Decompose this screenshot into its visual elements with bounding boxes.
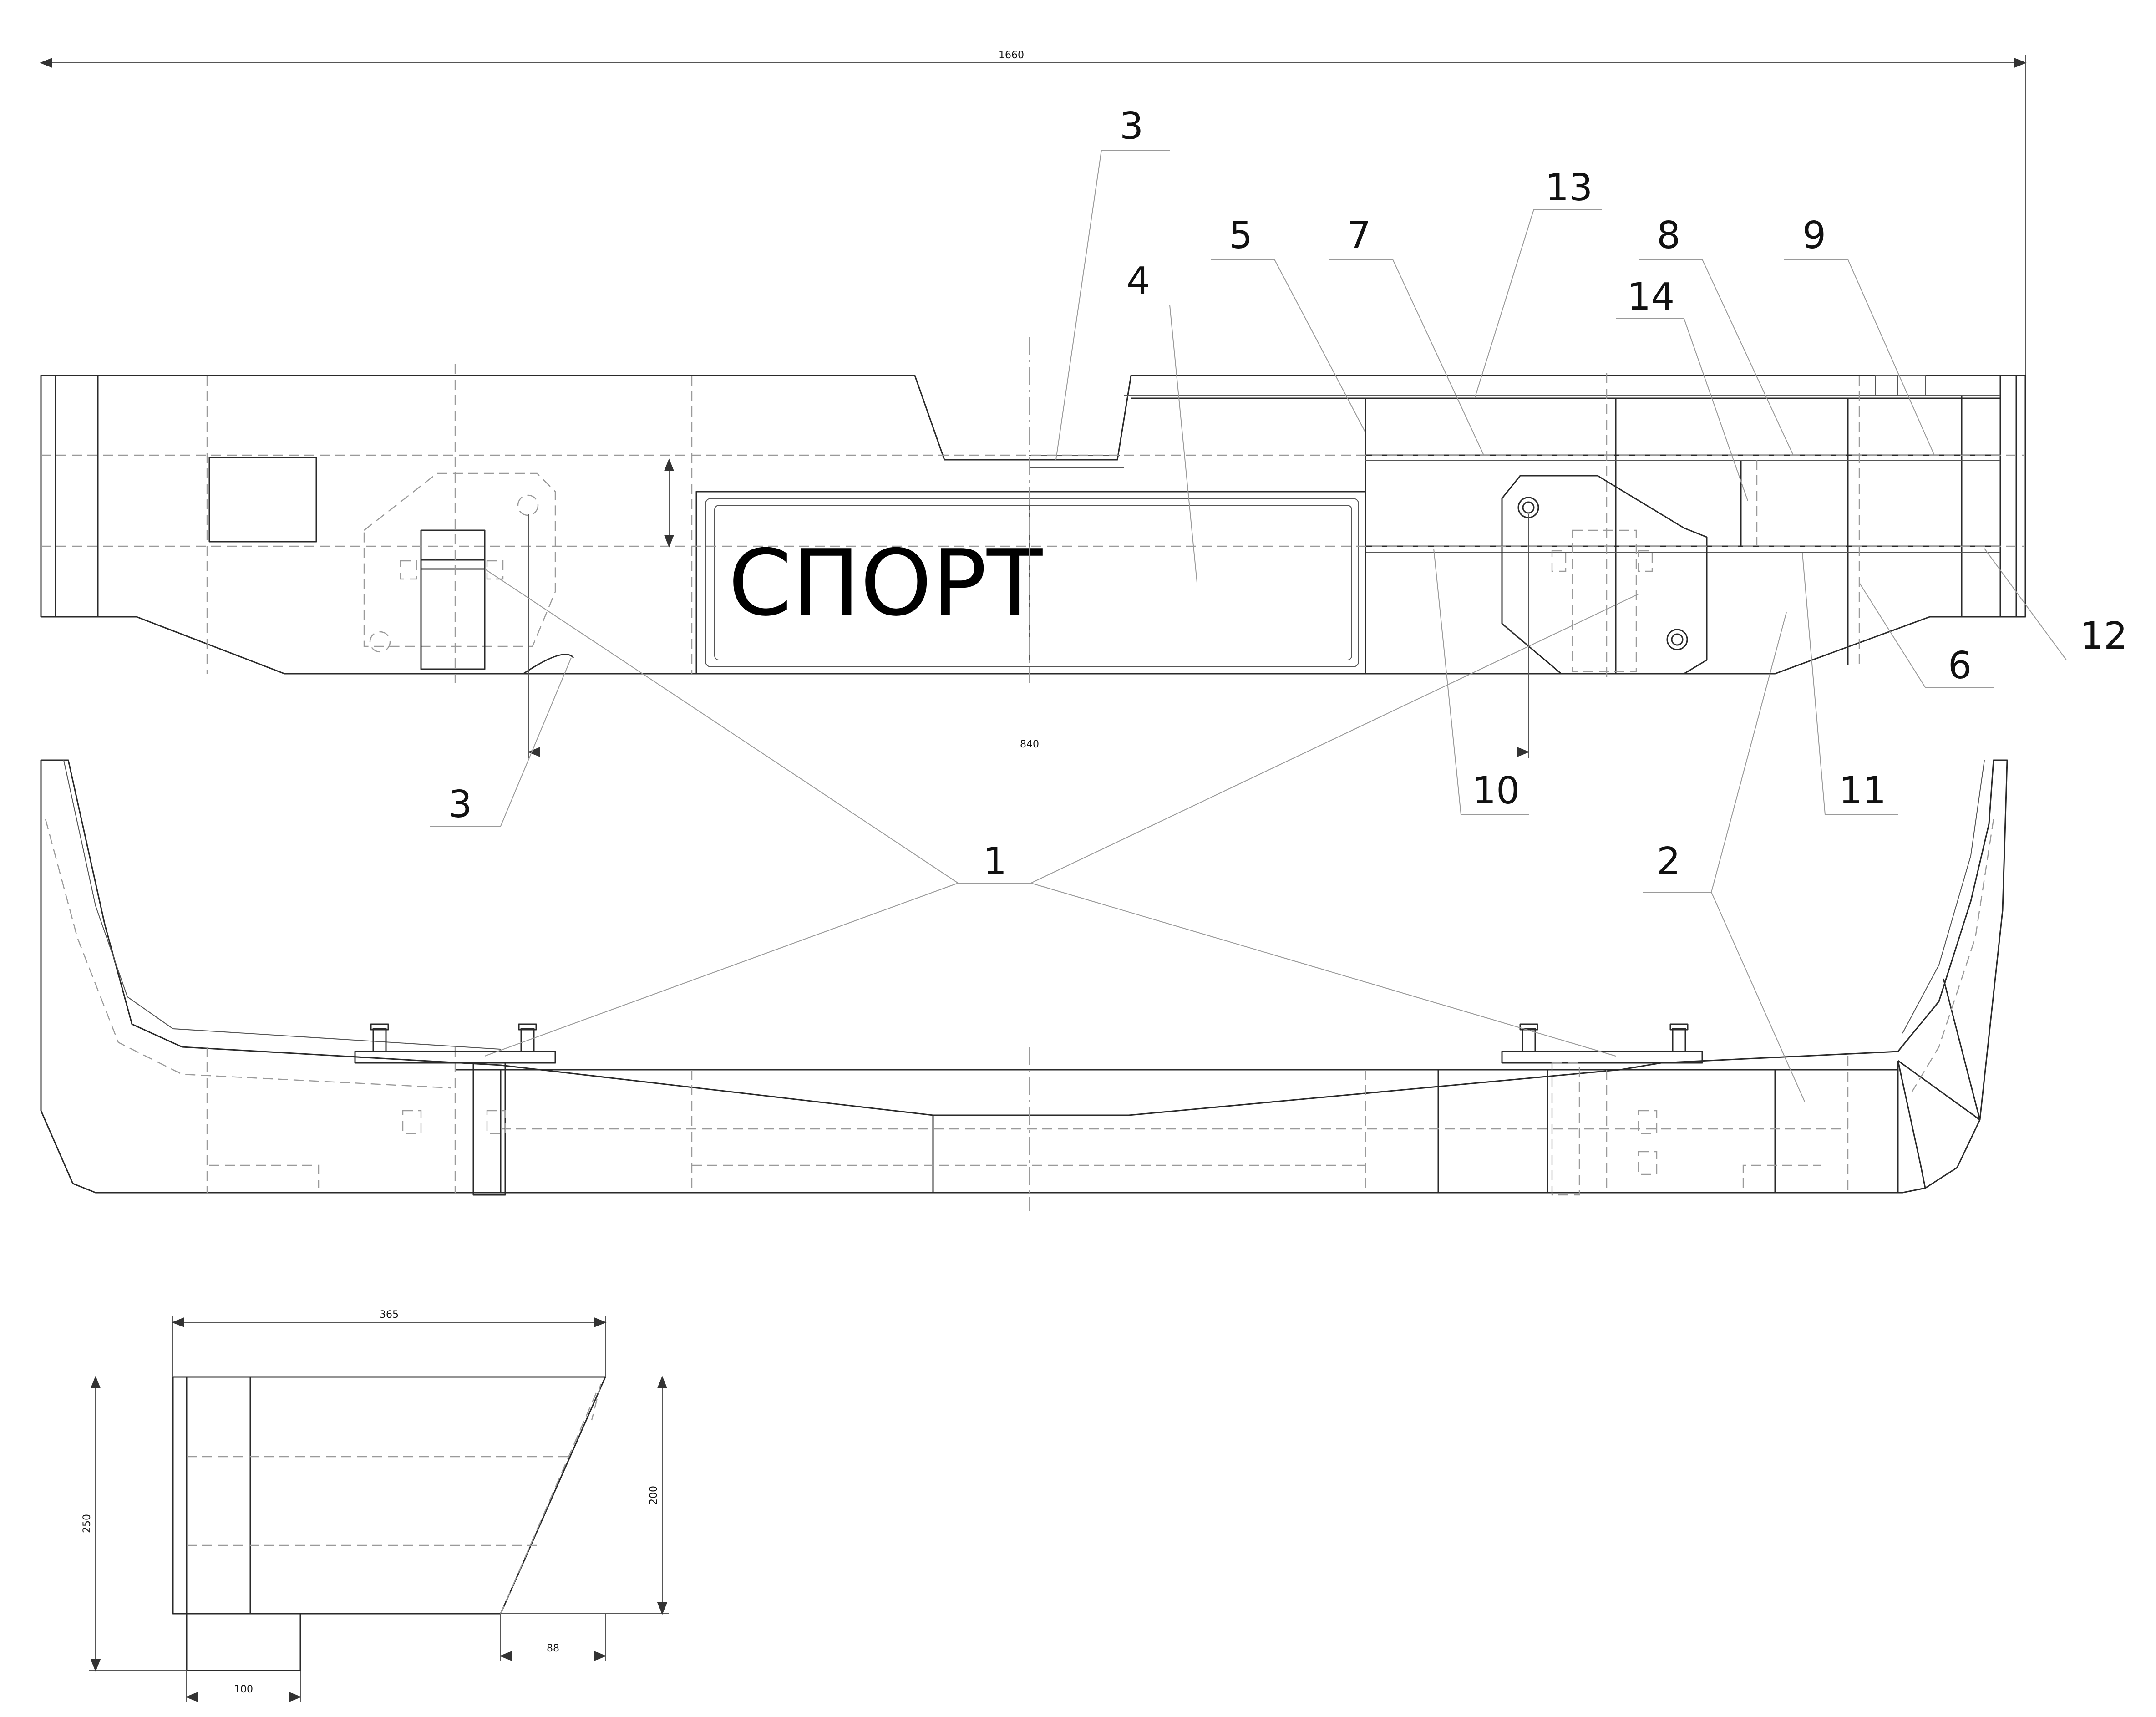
top-body-outline bbox=[40, 759, 2008, 1194]
callout-numbers: 1 2 3 3 4 5 6 7 8 9 10 11 12 13 14 bbox=[448, 105, 2127, 883]
right-mount-plate bbox=[1501, 475, 1708, 675]
callout-13: 13 bbox=[1545, 166, 1593, 209]
licence-plate-text: СПОРТ bbox=[728, 530, 1043, 636]
callout-leaders bbox=[430, 150, 2135, 1102]
dim-side-length: 365 bbox=[380, 1309, 399, 1321]
licence-plate bbox=[695, 491, 1366, 675]
front-view: СПОРТ bbox=[40, 337, 2026, 683]
callout-2: 2 bbox=[1657, 840, 1680, 883]
callout-8: 8 bbox=[1657, 214, 1680, 257]
callout-3-top: 3 bbox=[1120, 105, 1143, 148]
callout-14: 14 bbox=[1627, 275, 1674, 319]
callout-1: 1 bbox=[983, 840, 1007, 883]
callout-9: 9 bbox=[1802, 214, 1826, 257]
callout-4: 4 bbox=[1126, 259, 1150, 303]
callout-6: 6 bbox=[1948, 644, 1972, 687]
dim-side-height: 250 bbox=[81, 1514, 93, 1533]
side-body-outline bbox=[172, 1376, 606, 1671]
dim-overall-width: 1660 bbox=[999, 50, 1024, 61]
overall-dimension: 1660 bbox=[40, 50, 2027, 376]
dim-mount-spacing: 840 bbox=[1020, 739, 1039, 750]
mount-spacing-dimension: 840 bbox=[528, 514, 1530, 758]
callout-7: 7 bbox=[1347, 214, 1371, 257]
callout-10: 10 bbox=[1472, 769, 1520, 813]
dim-side-bottom-right: 88 bbox=[547, 1643, 559, 1654]
callout-5: 5 bbox=[1229, 214, 1253, 257]
front-body-outline bbox=[40, 375, 2026, 675]
dim-side-front-height: 200 bbox=[648, 1486, 659, 1505]
top-view bbox=[40, 759, 2008, 1211]
side-view: 365 250 200 100 88 bbox=[81, 1309, 669, 1702]
callout-3-bottom: 3 bbox=[448, 783, 472, 826]
callout-11: 11 bbox=[1839, 769, 1886, 813]
dim-side-bottom-left: 100 bbox=[234, 1684, 253, 1695]
left-bracket bbox=[420, 529, 486, 670]
callout-12: 12 bbox=[2080, 615, 2127, 658]
